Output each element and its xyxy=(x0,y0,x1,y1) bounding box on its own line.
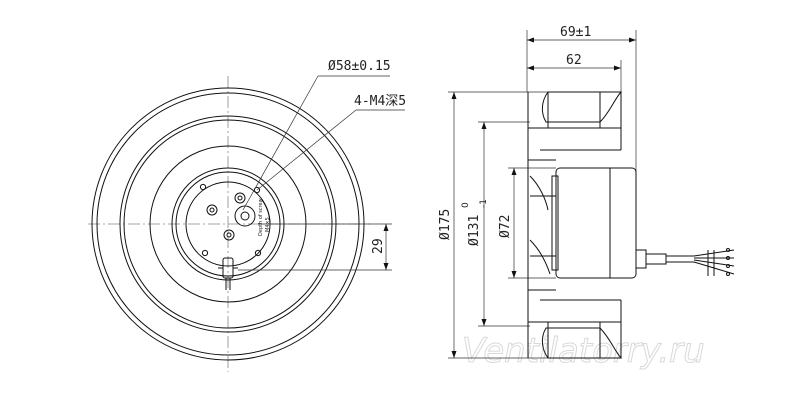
gland-nut xyxy=(635,249,647,269)
hub-marking-1: Depth of screw xyxy=(258,198,264,236)
mount-hole-icon xyxy=(199,183,207,191)
shaft-hub xyxy=(234,205,256,227)
side-view: 69±1 62 Ø175 Ø131 0 -1 Ø72 xyxy=(438,25,735,359)
label-threads: 4-M4深5 xyxy=(354,94,406,109)
bolt-center-icon xyxy=(226,232,232,238)
wire-end-icon xyxy=(726,272,730,276)
bolt-icon xyxy=(206,204,218,216)
impeller-side xyxy=(527,91,623,359)
gland-body xyxy=(645,253,667,265)
wire-end-icon xyxy=(726,248,730,252)
label-total-width: 69±1 xyxy=(560,25,591,40)
bolt-center-icon xyxy=(237,195,243,201)
blade-ribs-top xyxy=(547,92,601,128)
wire-end-icon xyxy=(726,264,730,268)
shaft xyxy=(240,211,250,221)
blade-curve xyxy=(529,175,549,211)
blade-ribs-bottom xyxy=(547,322,601,358)
motor-body xyxy=(551,167,637,279)
motor-flange xyxy=(551,175,559,271)
mount-hole-icon xyxy=(254,249,262,257)
label-outer-diameter: Ø175 xyxy=(438,209,453,240)
mount-hole-icon xyxy=(201,249,209,257)
front-view: Depth of screw M4×5 Ø58±0.15 4-M4深5 29 xyxy=(88,59,406,372)
wire-end-icon xyxy=(726,256,730,260)
leader-hub-diameter xyxy=(242,75,319,211)
bolt-icon xyxy=(234,192,246,204)
bolt-icon xyxy=(223,229,235,241)
label-impeller-width: 62 xyxy=(566,53,582,68)
rotor-bolts xyxy=(206,192,246,241)
motor-housing xyxy=(555,167,637,279)
bolt-center-icon xyxy=(209,207,215,213)
hub-detail-arc xyxy=(261,199,271,225)
label-inlet-diameter: Ø131 xyxy=(467,215,482,246)
watermark: Ventilatorry.ru xyxy=(462,331,705,371)
label-tol-lower: -1 xyxy=(479,199,489,208)
label-offset: 29 xyxy=(371,238,386,254)
leader-threads xyxy=(256,109,357,191)
cable-wire-ties xyxy=(707,250,715,276)
blade-curve xyxy=(529,239,551,275)
cable-gland xyxy=(218,257,238,290)
cable-assembly xyxy=(635,248,735,276)
label-tol-upper: 0 xyxy=(461,202,471,208)
label-hub-diameter: Ø58±0.15 xyxy=(328,59,391,74)
blade-top-outline xyxy=(541,91,623,123)
hub-marking-2: M4×5 xyxy=(265,217,271,232)
mount-holes xyxy=(199,183,262,257)
label-motor-diameter: Ø72 xyxy=(498,215,513,238)
